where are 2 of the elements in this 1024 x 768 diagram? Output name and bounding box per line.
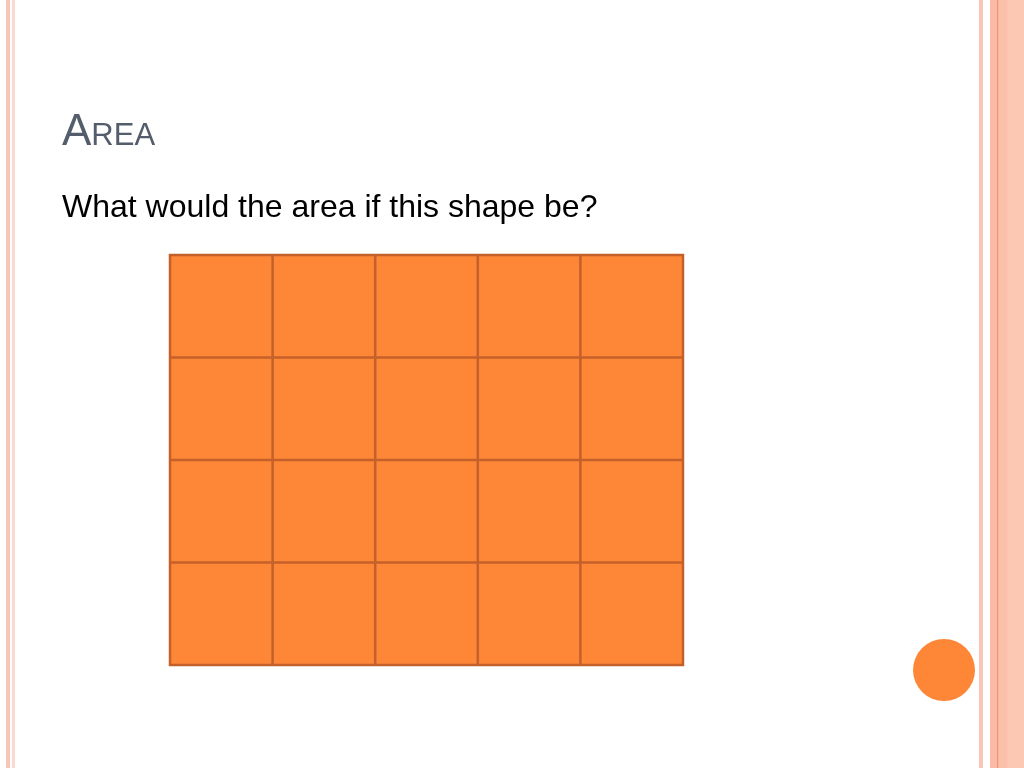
slide-title: Area [62,104,156,156]
question-text: What would the area if this shape be? [62,187,598,226]
